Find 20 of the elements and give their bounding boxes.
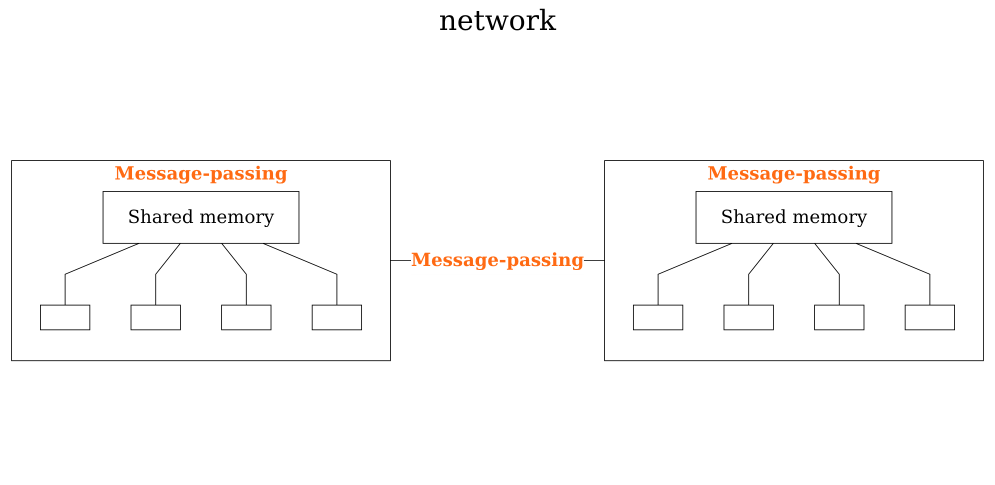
- connector: [64, 243, 140, 306]
- node-box: [130, 305, 181, 331]
- connector: [155, 243, 181, 306]
- connector: [262, 243, 338, 306]
- node-box: [724, 305, 774, 331]
- connector: [221, 243, 247, 306]
- connector: [658, 243, 732, 306]
- node-box: Shared memory: [696, 191, 892, 244]
- node-box: [814, 305, 864, 331]
- network-label: network: [438, 4, 556, 37]
- node-box: [221, 305, 272, 331]
- node-box: [632, 305, 684, 331]
- connector: [856, 243, 930, 306]
- node-box: [312, 305, 362, 331]
- node-box: [904, 305, 955, 331]
- node-box: Shared memory: [102, 191, 300, 244]
- connector: [814, 243, 840, 306]
- edge-label: Message-passing: [411, 250, 584, 272]
- connector: [748, 243, 774, 306]
- node-box: [40, 305, 90, 331]
